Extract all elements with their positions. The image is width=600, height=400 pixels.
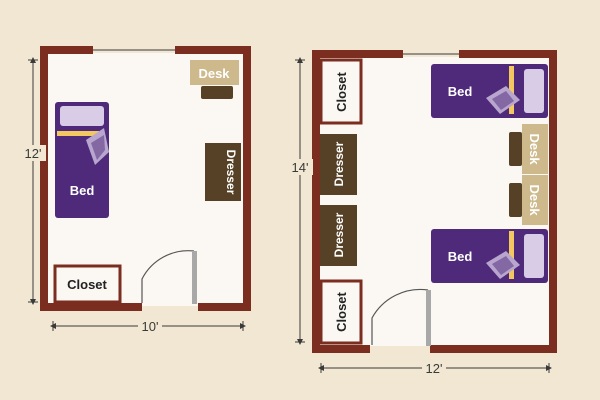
single-room-bed-label: Bed	[70, 183, 95, 198]
double-room-wall-right	[549, 50, 557, 353]
double-room-desk-bottom	[522, 175, 548, 225]
double-room-height-label: 14'	[292, 160, 309, 175]
double-room-width-label-bg	[422, 360, 446, 376]
single-room-desk-label: Desk	[198, 66, 230, 81]
double-room-dresser-top-label: Dresser	[332, 141, 346, 186]
single-room-height-label: 12'	[25, 146, 42, 161]
single-room-wall-right	[243, 46, 251, 311]
double-room-desk-top-chair	[509, 132, 522, 166]
double-room-width-label: 12'	[426, 361, 443, 376]
single-room: Desk Dresser Bed Closet 12' 10'	[22, 46, 251, 334]
double-room-dresser-bottom	[320, 205, 357, 266]
double-room-height-label-bg	[289, 159, 313, 175]
single-room-dresser	[205, 143, 241, 201]
double-room-wall-left	[312, 50, 320, 353]
single-room-wall-bottom-right	[198, 303, 251, 311]
double-room-bed-top-label: Bed	[448, 84, 473, 99]
double-room-dresser-top	[320, 134, 357, 195]
double-room-closet-bottom	[319, 279, 363, 345]
double-room-closet-bottom-label: Closet	[334, 291, 349, 331]
single-room-height-label-bg	[22, 145, 46, 161]
single-room-width-label-bg	[138, 318, 162, 334]
single-room-wall-top-left	[40, 46, 93, 54]
double-room-bed-top: Bed	[431, 64, 548, 118]
single-room-desk-chair	[201, 86, 233, 99]
double-room-closet-top-label: Closet	[334, 71, 349, 111]
double-room-door	[371, 288, 431, 346]
double-room-wall-bottom-right	[430, 345, 557, 353]
double-room-wall-top-right	[459, 50, 557, 58]
single-room-closet-label: Closet	[67, 277, 107, 292]
double-room-bed-bottom: Bed	[431, 229, 548, 283]
double-room: Closet Closet Dresser Dresser Desk Desk …	[289, 50, 557, 376]
double-room-desk-bottom-chair	[509, 183, 522, 217]
double-room-desk-top	[522, 124, 548, 174]
single-room-width-label: 10'	[142, 319, 159, 334]
single-room-desk	[190, 60, 239, 85]
double-room-wall-bottom-left	[312, 345, 370, 353]
single-room-wall-top-right	[175, 46, 251, 54]
double-room-closet-top	[319, 58, 363, 125]
double-room-desk-bottom-label: Desk	[527, 184, 542, 216]
double-room-desk-top-label: Desk	[527, 133, 542, 165]
double-room-wall-top-left	[312, 50, 403, 58]
single-room-bed: Bed	[55, 102, 109, 218]
single-room-wall-bottom-left	[40, 303, 142, 311]
double-room-bed-bottom-label: Bed	[448, 249, 473, 264]
double-room-dresser-bottom-label: Dresser	[332, 212, 346, 257]
single-room-door	[141, 250, 197, 304]
single-room-closet	[53, 264, 122, 304]
single-room-wall-left	[40, 46, 48, 311]
single-room-dresser-label: Dresser	[224, 150, 238, 195]
